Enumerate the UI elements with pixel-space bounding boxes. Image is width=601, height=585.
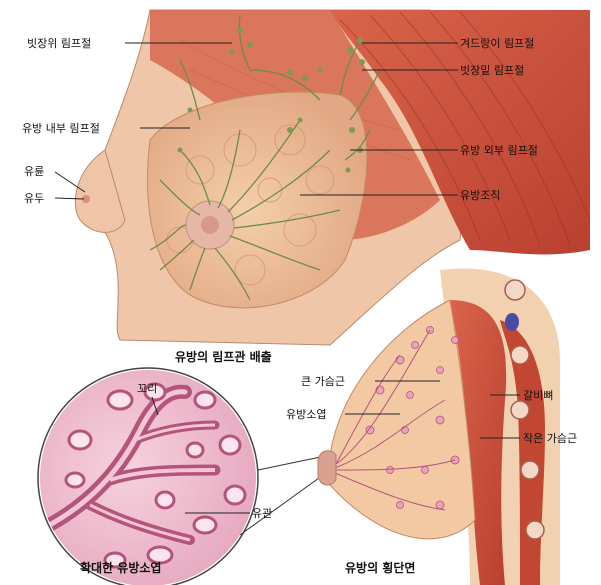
label-nipple: 유두: [24, 192, 44, 205]
caption-enlarged-lobule: 확대한 유방소엽: [80, 561, 161, 575]
label-rib: 갈비뼈: [523, 389, 553, 402]
label-infraclavicular-nodes: 빗장밑 림프절: [460, 64, 524, 77]
label-internal-mammary-nodes: 유방 내부 림프절: [22, 122, 100, 135]
label-lobule: 유방소엽: [286, 408, 326, 421]
caption-lymph-drainage: 유방의 림프관 배출: [175, 350, 272, 364]
label-tail: 꼬리: [137, 382, 157, 395]
label-pectoralis-minor: 작은 가슴근: [523, 432, 577, 445]
label-external-mammary-nodes: 유방 외부 림프절: [460, 144, 538, 157]
label-duct: 유관: [252, 507, 272, 520]
label-supraclavicular-nodes: 빗장위 림프절: [27, 37, 91, 50]
label-axillary-nodes: 겨드랑이 림프절: [460, 37, 534, 50]
label-breast-tissue: 유방조직: [460, 189, 500, 202]
label-areola: 유륜: [24, 165, 44, 178]
label-pectoralis-major: 큰 가슴근: [301, 375, 345, 388]
front-nipple: [201, 216, 219, 234]
enlarged-lobule: [38, 368, 330, 585]
caption-cross-section: 유방의 횡단면: [345, 561, 415, 575]
